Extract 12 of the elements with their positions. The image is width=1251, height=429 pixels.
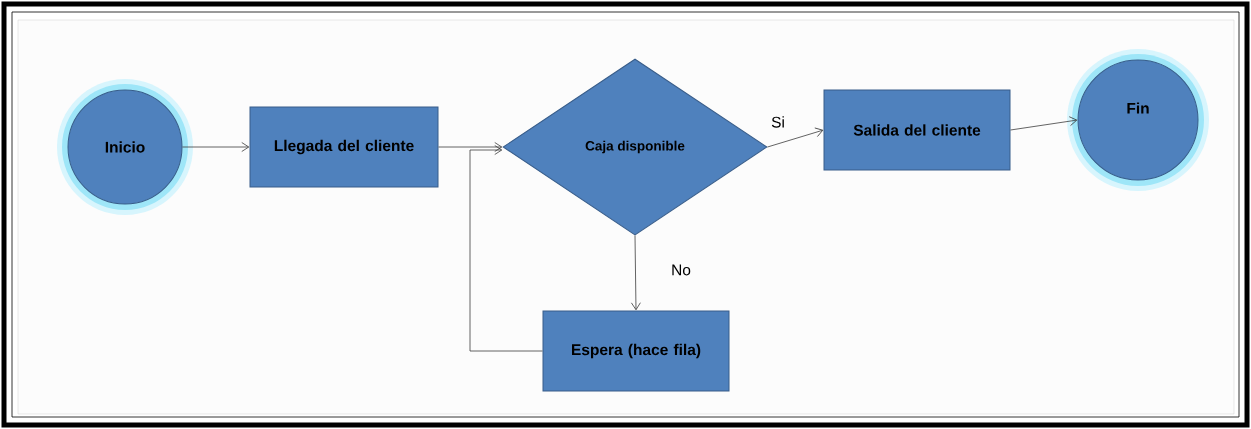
process-box: Salida del cliente (823, 89, 1011, 171)
arrow (182, 142, 250, 152)
edge-label: Si (770, 115, 786, 129)
process-box: Llegada del cliente (249, 106, 439, 188)
arrow (469, 145, 543, 352)
arrow (438, 142, 503, 152)
circle-node: Inicio (57, 79, 193, 215)
circle-node: Fin (1067, 49, 1209, 191)
process-box: Espera (hace fila) (542, 310, 730, 392)
arrow (767, 127, 824, 148)
arrow (1010, 116, 1078, 131)
arrow (631, 235, 641, 311)
